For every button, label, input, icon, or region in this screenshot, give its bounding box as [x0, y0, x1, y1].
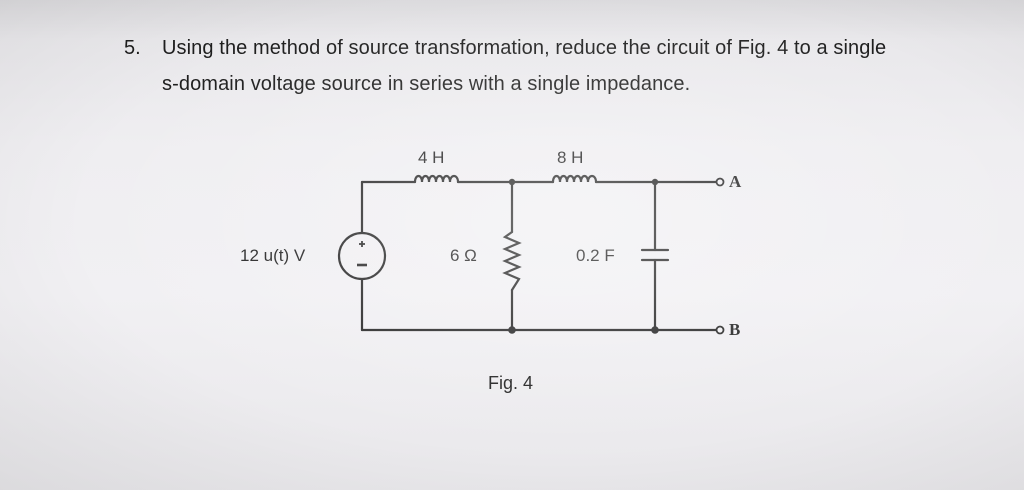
- voltage-source-symbol: [337, 231, 387, 281]
- inductor-8h-symbol: [551, 174, 598, 184]
- resistor-6ohm-symbol: [502, 230, 522, 292]
- figure-caption: Fig. 4: [488, 373, 534, 393]
- page-shadow: [0, 0, 1024, 40]
- resistor-label: 6 Ω: [450, 246, 477, 265]
- question-number: 5.: [124, 37, 141, 59]
- node-dot-top-right: [651, 178, 659, 186]
- capacitor-label: 0.2 F: [576, 246, 615, 265]
- inductor-4h-label: 4 H: [418, 148, 445, 167]
- inductor-8h-label: 8 H: [557, 148, 584, 167]
- question-text-line-2: s-domain voltage source in series with a…: [162, 73, 691, 95]
- question-text-line-1: Using the method of source transformatio…: [162, 37, 887, 59]
- terminal-a-circle: [715, 177, 725, 187]
- inductor-4h-symbol: [413, 174, 460, 184]
- terminal-a-label: A: [729, 172, 742, 191]
- terminal-b-circle: [715, 325, 725, 335]
- terminal-b-label: B: [729, 320, 741, 339]
- node-dot-top-middle: [508, 178, 516, 186]
- node-dot-bottom-middle: [508, 326, 516, 334]
- node-dot-bottom-right: [651, 326, 659, 334]
- source-label: 12 u(t) V: [240, 246, 306, 265]
